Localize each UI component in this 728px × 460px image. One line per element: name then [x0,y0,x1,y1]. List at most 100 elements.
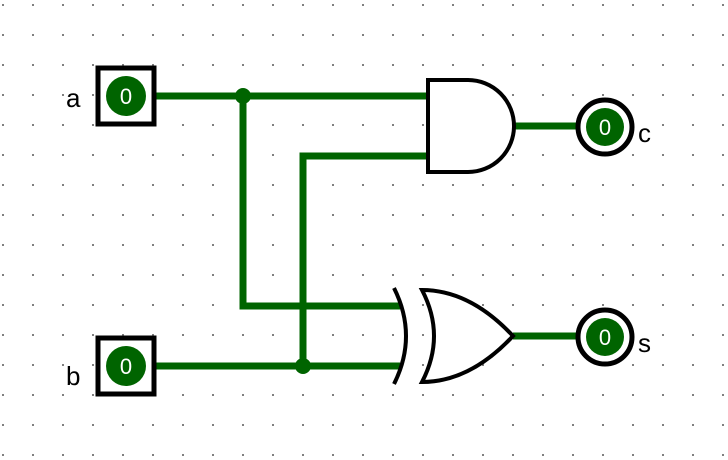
grid-dot [62,4,64,6]
grid-dot [512,364,514,366]
output-pin-c[interactable]: 0 [575,97,635,157]
grid-dot [152,334,154,336]
grid-dot [692,244,694,246]
grid-dot [632,454,634,456]
grid-dot [572,424,574,426]
grid-dot [392,334,394,336]
grid-dot [722,4,724,6]
input-a-label: a [66,83,81,113]
grid-dot [512,454,514,456]
grid-dot [422,214,424,216]
grid-dot [632,4,634,6]
grid-dot [632,214,634,216]
grid-dot [602,244,604,246]
grid-dot [512,214,514,216]
grid-dot [452,424,454,426]
grid-dot [692,364,694,366]
grid-dot [272,394,274,396]
grid-dot [242,424,244,426]
grid-dot [332,184,334,186]
grid-dot [482,364,484,366]
grid-dot [722,424,724,426]
grid-dot [182,274,184,276]
grid-dot [302,64,304,66]
grid-dot [722,334,724,336]
wire-b-branch[interactable] [299,152,428,366]
grid-dot [662,184,664,186]
grid-dot [122,184,124,186]
grid-dot [512,34,514,36]
grid-dot [32,334,34,336]
grid-dot [242,454,244,456]
grid-dot [122,34,124,36]
xor-gate[interactable] [392,287,516,385]
grid-dot [272,424,274,426]
grid-dot [212,34,214,36]
grid-dot [2,4,4,6]
grid-dot [452,274,454,276]
grid-dot [542,34,544,36]
grid-dot [62,334,64,336]
grid-dot [62,394,64,396]
grid-dot [722,274,724,276]
grid-dot [332,244,334,246]
grid-dot [182,64,184,66]
output-pin-s[interactable]: 0 [575,307,635,367]
grid-dot [302,394,304,396]
grid-dot [122,454,124,456]
junction-a [235,88,251,104]
grid-dot [272,124,274,126]
grid-dot [62,454,64,456]
grid-dot [572,154,574,156]
grid-dot [572,184,574,186]
grid-dot [92,454,94,456]
grid-dot [332,4,334,6]
grid-dot [362,394,364,396]
grid-dot [572,304,574,306]
output-s-label: s [638,328,651,358]
grid-dot [32,244,34,246]
grid-dot [32,34,34,36]
grid-dot [212,304,214,306]
wire-a-branch[interactable] [239,96,400,310]
grid-dot [32,214,34,216]
grid-dot [482,64,484,66]
grid-dot [152,454,154,456]
input-pin-b[interactable]: 0 [95,335,157,397]
grid-dot [662,424,664,426]
grid-dot [212,214,214,216]
grid-dot [272,334,274,336]
grid-dot [2,364,4,366]
grid-dot [302,4,304,6]
grid-dot [422,274,424,276]
grid-dot [152,34,154,36]
grid-dot [662,304,664,306]
grid-dot [32,184,34,186]
grid-dot [722,244,724,246]
grid-dot [92,274,94,276]
grid-dot [62,154,64,156]
grid-dot [452,394,454,396]
input-pin-a[interactable]: 0 [95,65,157,127]
grid-dot [722,364,724,366]
grid-dot [602,274,604,276]
grid-dot [362,34,364,36]
grid-dot [572,34,574,36]
grid-dot [332,334,334,336]
grid-dot [212,154,214,156]
grid-dot [572,394,574,396]
grid-dot [92,364,94,366]
grid-dot [92,34,94,36]
grid-dot [452,184,454,186]
output-c-value: 0 [599,115,611,140]
and-gate[interactable] [426,78,516,174]
grid-dot [332,124,334,126]
grid-dot [122,214,124,216]
grid-dot [542,64,544,66]
grid-dot [542,454,544,456]
grid-dot [662,364,664,366]
grid-dot [122,334,124,336]
grid-dot [242,394,244,396]
grid-dot [452,34,454,36]
